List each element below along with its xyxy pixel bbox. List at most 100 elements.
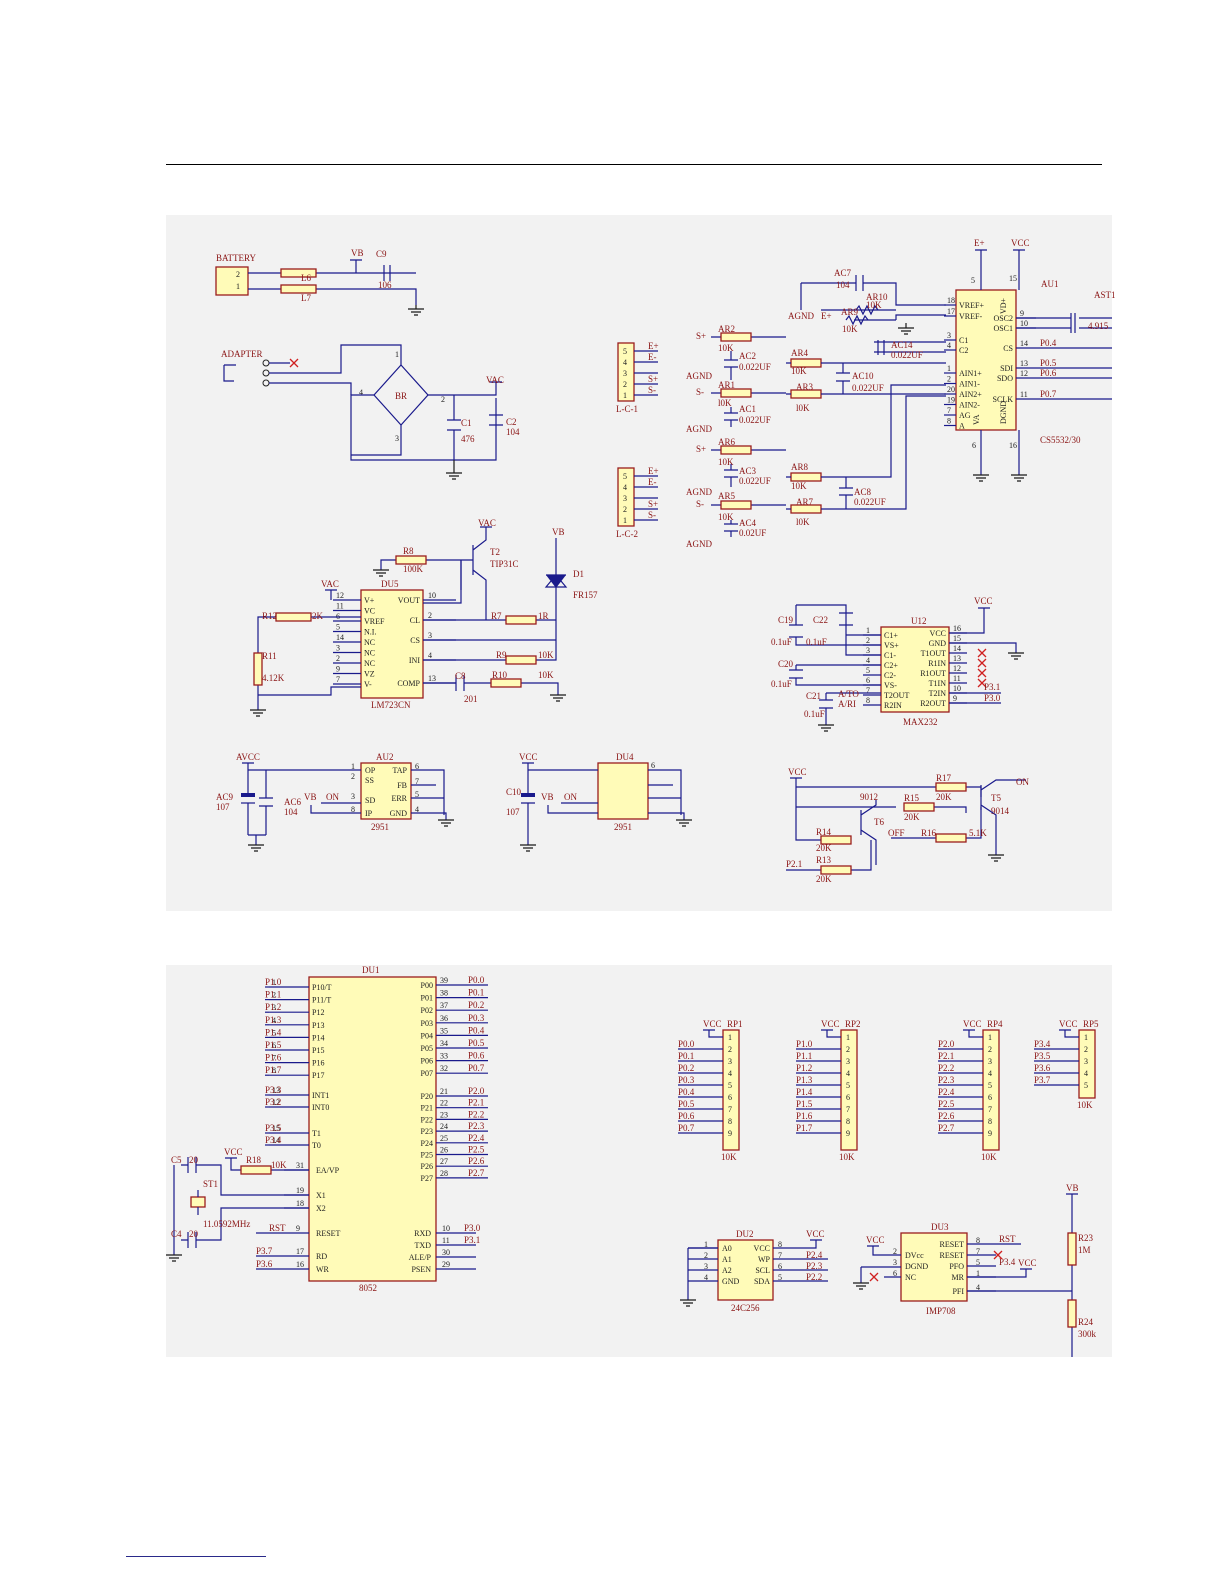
du1-misc-pins: 31EA/VP19X118X29RESET17RD16WRRSTP3.7P3.6… bbox=[256, 1161, 481, 1274]
lc2-pin3: 3 bbox=[623, 494, 627, 503]
r10-value: 10K bbox=[538, 670, 554, 680]
du5-chip[interactable] bbox=[360, 589, 424, 699]
resistor-r13[interactable] bbox=[820, 865, 852, 875]
u12-chip[interactable] bbox=[880, 626, 950, 713]
resistor-ar1[interactable] bbox=[720, 388, 752, 398]
r17-label: R17 bbox=[936, 773, 952, 783]
resistor-ar9[interactable] bbox=[845, 314, 869, 326]
resistor-r18[interactable] bbox=[240, 1165, 272, 1175]
ldo-du4: DU4 2951 VCC C10 107 VB ON 6 bbox=[506, 752, 692, 852]
rp-vcc-line bbox=[1059, 1029, 1079, 1038]
rp-net-label: P1.4 bbox=[796, 1087, 813, 1097]
du1-pin-name: RESET bbox=[316, 1229, 341, 1238]
u12-pin-number: 11 bbox=[953, 674, 961, 683]
du1-pin-name: TXD bbox=[415, 1241, 432, 1250]
au1-pin-name: OSC2 bbox=[993, 314, 1013, 323]
r24-label: R24 bbox=[1078, 1317, 1094, 1327]
au1-dgnd-label: DGND bbox=[999, 401, 1008, 424]
rp-body[interactable] bbox=[982, 1029, 1000, 1151]
du4-chip[interactable] bbox=[597, 762, 649, 820]
u12-pin-name: R2OUT bbox=[920, 699, 946, 708]
resistor-r14[interactable] bbox=[820, 835, 852, 845]
du5-vac-net: VAC bbox=[321, 579, 339, 589]
t5-label: T5 bbox=[991, 793, 1001, 803]
resistor-r12[interactable] bbox=[275, 612, 312, 622]
ar5-net: S- bbox=[696, 499, 704, 509]
resistor-r17[interactable] bbox=[935, 782, 967, 792]
du3-pin-name: PFO bbox=[949, 1262, 964, 1271]
au1-pin-name: AG bbox=[959, 411, 971, 420]
resistor-r9[interactable] bbox=[505, 655, 537, 665]
du1-port0: 39P00P0.038P01P0.137P02P0.236P03P0.335P0… bbox=[421, 975, 488, 1078]
au1-pin-number: 2 bbox=[947, 375, 951, 384]
resistor-r16[interactable] bbox=[935, 833, 967, 843]
resistor-r24[interactable] bbox=[1067, 1299, 1077, 1328]
rp-net-label: P3.6 bbox=[1034, 1063, 1051, 1073]
du3-pin-number: 8 bbox=[976, 1236, 980, 1245]
inductor-l6[interactable] bbox=[280, 268, 317, 278]
lc1-pin2: 2 bbox=[623, 380, 627, 389]
resistor-r11[interactable] bbox=[253, 652, 263, 686]
resistor-ar2[interactable] bbox=[720, 332, 752, 342]
au1-pin-name: OSC1 bbox=[993, 324, 1013, 333]
du5-pin-name: V+ bbox=[364, 596, 375, 605]
ac7-label: AC7 bbox=[834, 268, 852, 278]
adapter-pin2[interactable] bbox=[262, 369, 270, 377]
au1-pin-number: 8 bbox=[947, 417, 951, 426]
battery-connector[interactable] bbox=[215, 266, 249, 296]
du1-p0-pin-name: P01 bbox=[421, 994, 433, 1003]
resistor-r10[interactable] bbox=[490, 678, 522, 688]
r12-value: 2K bbox=[312, 611, 324, 621]
adc-input-filters: AR2 10K AR1 l0K S+ S- AC2 0.022UF AC1 0.… bbox=[686, 324, 946, 549]
resistor-ar10[interactable] bbox=[855, 304, 879, 316]
resistor-ar8[interactable] bbox=[790, 472, 822, 482]
diode-d1[interactable] bbox=[546, 575, 566, 588]
du2-chip[interactable] bbox=[717, 1239, 774, 1301]
du1-pin-name: X2 bbox=[316, 1204, 326, 1213]
au1-pin15: 15 bbox=[1009, 274, 1017, 283]
rp-body[interactable] bbox=[722, 1029, 740, 1151]
du4-on: ON bbox=[564, 792, 577, 802]
connector-lc1[interactable] bbox=[617, 342, 635, 402]
rp-body[interactable] bbox=[1078, 1029, 1096, 1099]
rp-pin-number: 1 bbox=[988, 1033, 992, 1042]
ac14-label: AC14 bbox=[891, 340, 913, 350]
rp-net-label: P2.0 bbox=[938, 1039, 955, 1049]
au1-chip[interactable] bbox=[955, 289, 1017, 431]
resistor-r23[interactable] bbox=[1067, 1232, 1077, 1266]
resistor-ar6[interactable] bbox=[720, 445, 752, 455]
resistor-ar5[interactable] bbox=[720, 500, 752, 510]
rp-pin-number: 9 bbox=[846, 1129, 850, 1138]
resistor-r8[interactable] bbox=[395, 555, 427, 565]
connector-lc2[interactable] bbox=[617, 467, 635, 527]
au2-on: ON bbox=[326, 792, 339, 802]
lc1-pin1: 1 bbox=[623, 391, 627, 400]
ldo-pin-number: 4 bbox=[415, 805, 419, 814]
rp-body[interactable] bbox=[840, 1029, 858, 1151]
du1-net-label: P3.1 bbox=[464, 1235, 480, 1245]
crystal-st1[interactable] bbox=[190, 1196, 206, 1208]
du1-p0-pin-name: P02 bbox=[421, 1006, 433, 1015]
rp-value: 10K bbox=[839, 1152, 855, 1162]
au1-pin-name: C1 bbox=[959, 336, 968, 345]
du2-pin-number: 7 bbox=[778, 1251, 782, 1260]
resistor-r7[interactable] bbox=[505, 615, 537, 625]
ac9-plate bbox=[241, 793, 255, 797]
au2-chip[interactable] bbox=[360, 762, 412, 820]
au1-pin-number: 9 bbox=[1020, 309, 1024, 318]
adapter-pin3[interactable] bbox=[262, 379, 270, 387]
adapter-pin1[interactable] bbox=[262, 359, 270, 367]
rp-ref: RP1 bbox=[727, 1019, 743, 1029]
rp-pin-number: 2 bbox=[728, 1045, 732, 1054]
du1-p1-pin-number: 7 bbox=[272, 1054, 276, 1063]
au1-pin5: 5 bbox=[971, 276, 975, 285]
u12-vcc: VCC bbox=[974, 596, 993, 606]
sw-p21: P2.1 bbox=[786, 859, 802, 869]
inductor-l7[interactable] bbox=[280, 284, 317, 294]
c8-value: 201 bbox=[464, 694, 478, 704]
rp-vcc-line bbox=[821, 1029, 841, 1038]
resistor-r15[interactable] bbox=[903, 802, 935, 812]
du1-chip[interactable] bbox=[308, 976, 437, 1282]
